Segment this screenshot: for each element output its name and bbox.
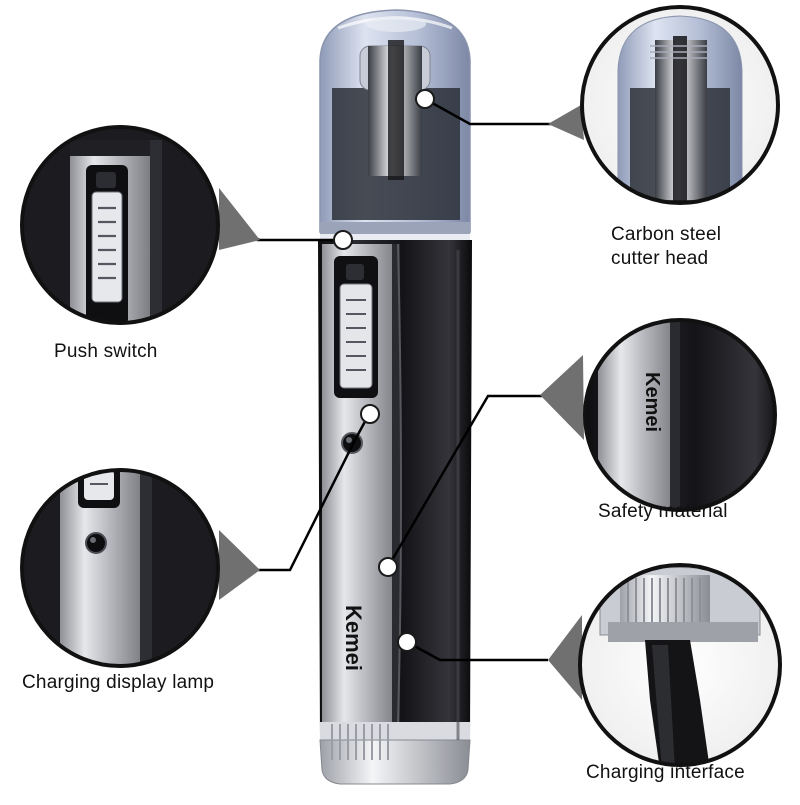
label-charging-lamp: Charging display lamp <box>22 672 215 693</box>
pointer-dots <box>333 89 435 652</box>
label-cutter-head-line2: cutter head <box>611 248 709 269</box>
label-charging-interface: Charging interface <box>586 762 745 783</box>
label-push-switch: Push switch <box>54 341 158 362</box>
trimmer-body: Kemei <box>318 9 472 785</box>
callout-circle-push-switch <box>20 125 220 325</box>
body-brand-text: Kemei <box>341 605 366 671</box>
label-cutter-head-line1: Carbon steel <box>611 224 722 245</box>
callout-circle-charging-lamp <box>20 468 220 668</box>
callout-circle-safety-material: Kemei <box>583 318 777 512</box>
leader-lines <box>256 97 580 662</box>
callout-circle-charging-interface <box>578 563 782 767</box>
callout-circle-cutter-head <box>580 5 780 205</box>
callout-wedges <box>219 105 584 700</box>
label-safety-material: Safety material <box>598 501 728 522</box>
circle-brand-text: Kemei <box>641 372 663 432</box>
